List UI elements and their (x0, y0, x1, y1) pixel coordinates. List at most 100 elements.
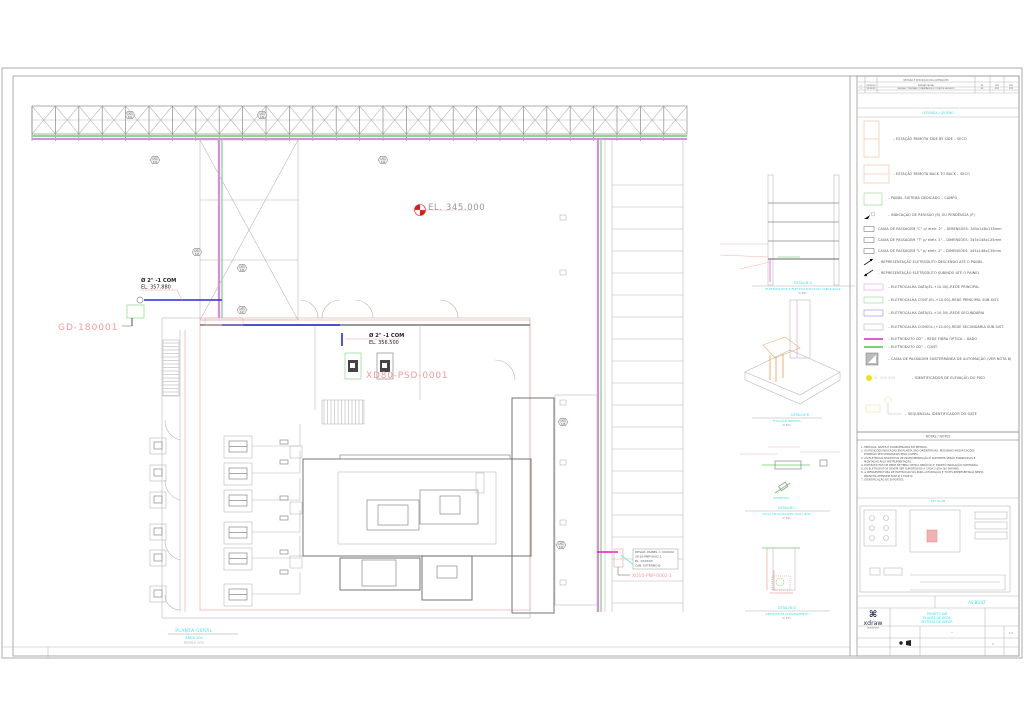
svg-text:GATE: GATE (558, 542, 564, 545)
truss-brace (359, 105, 384, 135)
central-platform (302, 454, 532, 601)
truss-brace (452, 105, 477, 135)
svg-text:GATE: GATE (259, 112, 265, 115)
elevation-marker: EL. 345.000 (412, 203, 485, 216)
legend-item-box-l: CAIXA DE PASSAGEM "L" p/ eletr. 2" – DIM… (863, 248, 1002, 254)
gate-tags: GATE3.01GATE3.02GATE3.03GATE3.04GATE3.05… (124, 111, 569, 549)
truss-brace (616, 105, 641, 135)
legend-item-underground-box: – CAIXA DE PASSAGEM SUBTERRÂNEA DE AUTOM… (865, 352, 1012, 366)
svg-text:GATE: GATE (239, 307, 245, 310)
instrument-pair (279, 439, 303, 465)
truss-brace (640, 105, 665, 135)
truss-brace (312, 105, 337, 135)
note-line: MONTADAS PELA INSTRUMENTAÇÃO. (864, 458, 912, 463)
pump-unit (149, 424, 301, 459)
revision-cell: REVISÃO CONFORME COMENTÁRIOS DO CLIENTE … (898, 87, 955, 90)
truss-brace (242, 105, 267, 135)
svg-text:GATE: GATE (127, 112, 133, 115)
brand-logo[interactable]: ⌘ xdraw ENGINEERING (864, 610, 883, 630)
callout-right-panel[interactable]: DESCR. PAINEL = XXXXXX XD10-PNP-0002.1 E… (613, 548, 679, 579)
legend-label: – IDENTIFICADOR DE ELEVAÇÃO DO PISO (912, 375, 985, 380)
first-angle-symbol (899, 641, 903, 645)
svg-text:DETALHE A: DETALHE A (794, 281, 813, 285)
svg-text:GATE: GATE (152, 157, 158, 160)
legend-item-conduit-down: – REPRESENTAÇÃO ELETRODUTO DESCENDO ATÉ … (863, 258, 983, 266)
legend-item-gate-sequence: – SEQUENCIAL IDENTIFICADOR DO GATE (865, 396, 977, 416)
revision-cell: EMISSÃO INICIAL (918, 84, 935, 87)
panel-gd[interactable] (126, 304, 145, 319)
truss-brace (125, 105, 150, 135)
note-line: PODERÃO SER CORRIGIDAS PELO CAMPO. (864, 451, 918, 456)
svg-text:3.01: 3.01 (128, 116, 133, 119)
svg-text:PROJETO JAR: PROJETO JAR (927, 612, 948, 616)
panel-tag-center[interactable]: XD80-PSD-0001 (366, 371, 448, 381)
note-line: 5. OS ELETRODUTOS DEVEM SER SUPORTADOS A… (861, 466, 960, 471)
legend-item-tray-green: – ELETROCALHA CONT.(EL.+10.00)–REDE PRIN… (863, 296, 999, 304)
tray-icon (863, 296, 884, 304)
svg-text:DETALHE DE CHAVEAMENTO: DETALHE DE CHAVEAMENTO (766, 612, 810, 616)
truss-brace (663, 105, 688, 135)
inner-frame (12, 75, 1020, 657)
detail-b[interactable]: DETALHE B ESTAÇÃO REMOTA S/ ESC. (744, 299, 841, 427)
callout-conduit-2: Ø 2" -1 COM EL. 356.500 (345, 332, 404, 346)
svg-text:ENGINEERING: ENGINEERING (867, 628, 880, 630)
legend-label: – ELETROCALHA CONT.(EL.+10.00)–REDE PRIN… (888, 298, 999, 302)
legend-item-tray-purple: – ELETROCALHA DATA(EL.+10.00)–REDE SECUN… (863, 309, 985, 317)
tray-icon (863, 323, 884, 331)
svg-text:1: 1 (992, 642, 994, 646)
revision-cell: XX (981, 85, 984, 87)
revision-cell: 1 (860, 88, 862, 90)
key-plan-label: KEY PLAN (931, 499, 946, 503)
support-bracket (559, 579, 567, 586)
note-line: 1. MEDIDAS, NÍVEIS E COORDENADAS EM METR… (861, 444, 928, 449)
junction-box (149, 523, 167, 541)
legend-label: – ESTAÇÃO REMOTA SIDE BY SIDE – SECO (893, 136, 967, 141)
pump-unit (149, 451, 301, 486)
svg-text:ISOMETRIA: ISOMETRIA (773, 496, 788, 500)
truss-brace (148, 105, 173, 135)
legend-item-box-t: CAIXA DE PASSAGEM "T" p/ eletr. 2" – DIM… (863, 237, 1002, 243)
svg-text:AREA 100: AREA 100 (185, 636, 203, 640)
detail-a[interactable]: DETALHE A ELETRODUTOS E ELETROCALHAS NO … (719, 174, 855, 295)
legend-label: – REPRESENTAÇÃO ELETRODUTO DESCENDO ATÉ … (878, 259, 983, 264)
callout-1-elevation: EL. 357.880 (141, 285, 171, 291)
panels-center[interactable] (344, 352, 394, 380)
panel-tag-left[interactable]: GD-180001 (58, 323, 119, 333)
panel-tag-right: XD10-PNP-0002.1 (632, 573, 672, 579)
truss-brace (265, 105, 290, 135)
svg-text:CAB. EXTERNO B: CAB. EXTERNO B (635, 564, 660, 568)
detail-d[interactable]: DETALHE D DETALHE DE CHAVEAMENTO S/ ESC. (745, 547, 830, 620)
junction-box (149, 549, 167, 567)
legend-item-revision-flag: – INDICAÇÃO DE REVISÃO (R) OU PENDÊNCIA … (864, 211, 975, 219)
detail-c[interactable]: ISOMETRIA DETALHE C CAIXA DE PASSAGEM "P… (740, 446, 840, 520)
truss-brace (499, 105, 524, 135)
notes: 1. MEDIDAS, NÍVEIS E COORDENADAS EM METR… (861, 444, 984, 481)
legend-item-conduit-green: – ELETRODUTO Ø2" – CONT. (864, 344, 938, 349)
sheet-number: 1/1 (1009, 631, 1014, 635)
truss-brace (476, 105, 501, 135)
svg-text:--: -- (951, 630, 953, 634)
legend-label: CAIXA DE PASSAGEM "C" p/ eletr. 2" – DIM… (878, 226, 1002, 231)
truss-brace (195, 105, 220, 135)
svg-text:SISTEMA DE VAPOR: SISTEMA DE VAPOR (921, 620, 953, 624)
legend-label: – ESTAÇÃO REMOTA BACK TO BACK – SECO (893, 171, 970, 176)
truss-brace (382, 105, 407, 135)
pull-box-icon (863, 237, 875, 243)
svg-text:ESTAÇÃO REMOTA: ESTAÇÃO REMOTA (773, 418, 801, 423)
svg-text:EL. XXX.XXX: EL. XXX.XXX (874, 376, 896, 380)
revision-cell: XXX (1009, 88, 1014, 90)
truss-brace (335, 105, 360, 135)
svg-text:3.07: 3.07 (240, 311, 245, 314)
legend-item-conduit-up: – REPRESENTAÇÃO ELETRODUTO SUBINDO ATÉ O… (863, 269, 980, 277)
pull-box-icon (863, 248, 875, 254)
legend-label: – ELETROCALHA CONSOL.(+10.00)–REDE SECUN… (888, 324, 1004, 329)
legend-item-box-c: CAIXA DE PASSAGEM "C" p/ eletr. 2" – DIM… (863, 226, 1002, 232)
